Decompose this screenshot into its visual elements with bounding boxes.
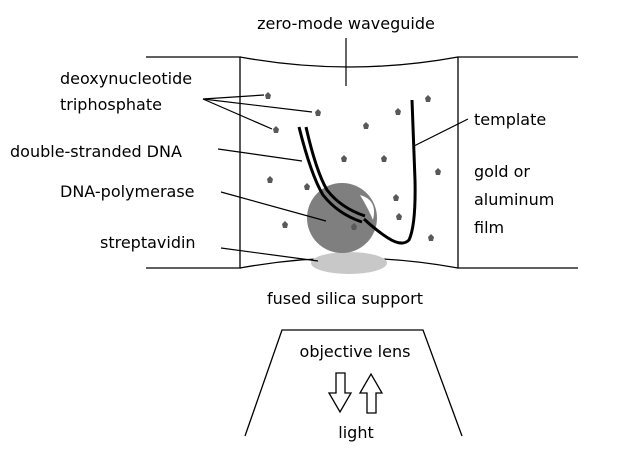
film-left-outline (146, 56, 241, 269)
dntp-molecule-icon (381, 155, 387, 162)
dntp-molecule-icon (273, 126, 279, 133)
label-double-stranded-dna: double-stranded DNA (10, 142, 182, 161)
dsdna-strand-2 (304, 126, 366, 218)
label-film-line2: aluminum (474, 190, 554, 209)
template-strand (362, 99, 417, 245)
dntp-molecule-icon (304, 183, 310, 190)
dntp-molecule-icon (428, 234, 434, 241)
label-film-line3: film (474, 218, 504, 237)
down-arrow-icon (327, 372, 353, 414)
polymerase-sphere (307, 183, 377, 253)
dntp-molecule-icon (341, 155, 347, 162)
film-right-outline (457, 56, 578, 269)
polymerase-leader (220, 191, 327, 222)
dntp-molecule-icon (435, 168, 441, 175)
dntp-leader-b (202, 98, 313, 113)
label-zero-mode-waveguide: zero-mode waveguide (257, 14, 435, 33)
label-streptavidin: streptavidin (100, 233, 196, 252)
dntp-molecule-icon (282, 221, 288, 228)
dntp-molecule-icon (363, 122, 369, 129)
streptavidin-blob (311, 252, 387, 274)
label-triphosphate: triphosphate (60, 95, 162, 114)
label-template: template (474, 110, 546, 129)
label-objective-lens: objective lens (300, 342, 411, 361)
template-leader (413, 118, 469, 147)
dntp-molecule-icon (393, 194, 399, 201)
dsdna-leader (217, 148, 303, 162)
streptavidin-leader (220, 247, 319, 262)
dntp-leader-c (202, 98, 273, 130)
objective-lens-outline (244, 329, 463, 437)
dntp-molecule-icon (265, 92, 271, 99)
dntp-molecules (265, 92, 441, 241)
label-film-line1: gold or (474, 162, 530, 181)
dntp-molecule-icon (395, 108, 401, 115)
polymerase-notch (360, 195, 375, 220)
dntp-molecule-icon (267, 176, 273, 183)
waveguide-top-curve (239, 56, 459, 68)
dntp-molecule-icon (351, 223, 357, 230)
dntp-molecule-icon (396, 213, 402, 220)
label-dna-polymerase: DNA-polymerase (60, 182, 195, 201)
label-fused-silica-support: fused silica support (267, 289, 423, 308)
dntp-molecule-icon (425, 95, 431, 102)
dntp-molecule-icon (315, 109, 321, 116)
dsdna-strand-1 (297, 126, 363, 224)
dntp-leader-a (202, 94, 265, 100)
label-deoxynucleotide: deoxynucleotide (60, 69, 192, 88)
up-arrow-icon (358, 372, 384, 414)
label-light: light (338, 423, 373, 442)
